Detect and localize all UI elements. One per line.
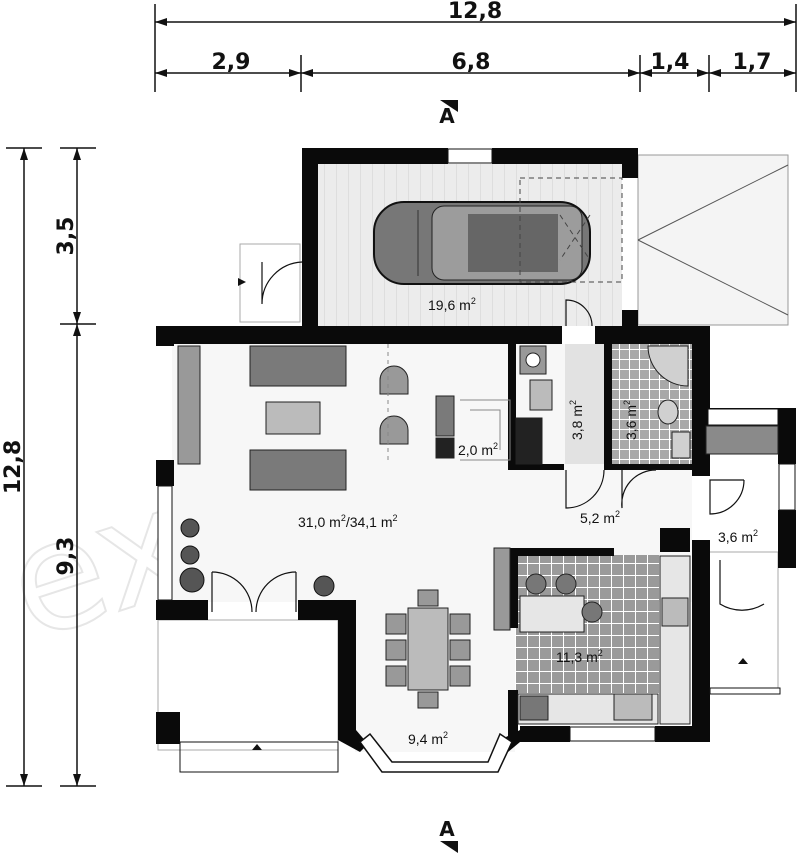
- bathroom-fixtures: [647, 345, 691, 459]
- stair-outline: [460, 399, 511, 461]
- left-arrowheads: [20, 148, 81, 786]
- area-dining: 9,4 m2: [408, 730, 448, 747]
- left-dimensions: [6, 147, 96, 787]
- carport-roof-lines: [637, 164, 789, 316]
- area-kitchen: 11,3 m2: [556, 648, 603, 665]
- windows: [157, 148, 796, 773]
- dim-left-seg2: 9,3: [54, 537, 79, 576]
- car: [373, 201, 591, 285]
- area-stair: 2,0 m2: [458, 441, 498, 458]
- section-marker-top: A: [439, 100, 458, 128]
- area-entry: 3,6 m2: [718, 528, 758, 545]
- dining-set: [385, 589, 471, 709]
- wardrobe: [705, 425, 779, 455]
- section-label-top: A: [439, 104, 455, 128]
- section-label-bottom: A: [439, 817, 455, 841]
- garage-dashed: [519, 177, 623, 283]
- dim-top-total: 12,8: [448, 0, 502, 24]
- area-hall: 5,2 m2: [580, 509, 620, 526]
- dim-top-seg2: 6,8: [452, 50, 491, 75]
- entrance-arrows: [238, 278, 748, 750]
- living-furniture: [177, 345, 455, 491]
- dim-top-seg4: 1,7: [733, 50, 772, 75]
- pantry-fixtures: [515, 345, 553, 465]
- kitchen-fixtures: [493, 547, 691, 725]
- plants: [179, 518, 335, 597]
- area-living: 31,0 m2/34,1 m2: [298, 513, 398, 530]
- section-marker-bottom: A: [439, 817, 458, 853]
- area-bathroom: 3,6 m2: [622, 400, 639, 440]
- top-arrowheads: [155, 18, 796, 77]
- area-pantry: 3,8 m2: [568, 400, 585, 440]
- dim-left-total: 12,8: [1, 440, 26, 494]
- door-swings: [211, 261, 765, 613]
- dim-top-seg3: 1,4: [651, 50, 690, 75]
- dim-left-seg1: 3,5: [54, 217, 79, 256]
- area-garage: 19,6 m2: [428, 296, 476, 313]
- top-dimensions: [154, 4, 797, 92]
- dim-top-seg1: 2,9: [212, 50, 251, 75]
- bay-window: [358, 732, 513, 773]
